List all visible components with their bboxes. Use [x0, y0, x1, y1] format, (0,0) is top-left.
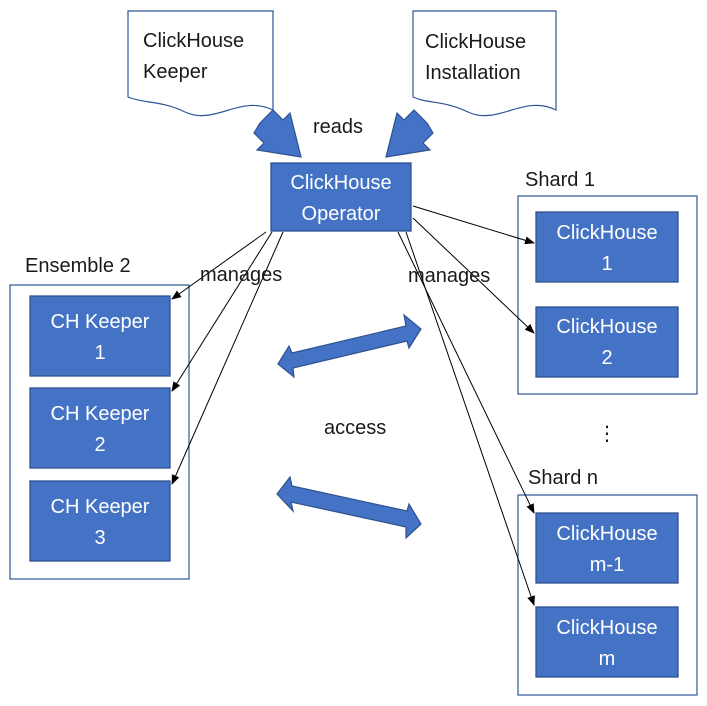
keeper-doc-line1: ClickHouse	[143, 30, 244, 52]
clickhouse-m-1-box: ClickHouse m-1	[535, 512, 679, 584]
clickhouse-keeper-document: ClickHouse Keeper	[127, 10, 274, 117]
clickhouse-m-line2: m	[599, 648, 616, 670]
shard-1-title: Shard 1	[525, 169, 595, 191]
keeper-doc-line2: Keeper	[143, 61, 208, 83]
clickhouse-2-line2: 2	[601, 347, 612, 369]
installation-doc-line1: ClickHouse	[425, 31, 526, 53]
manages-arrow-keeper-2	[171, 231, 273, 392]
ch-keeper-2-box: CH Keeper 2	[29, 387, 171, 469]
clickhouse-1-box: ClickHouse 1	[535, 211, 679, 283]
keeper-3-line2: 3	[94, 527, 105, 549]
ensemble-title: Ensemble 2	[25, 255, 131, 277]
manages-arrow-clickhouse-2	[412, 217, 535, 334]
ch-keeper-1-box: CH Keeper 1	[29, 295, 171, 377]
access-arrow-lower	[276, 475, 422, 540]
ensemble-frame	[9, 284, 190, 580]
shard-n-title: Shard n	[528, 467, 598, 489]
operator-line2: Operator	[302, 203, 381, 225]
keeper-2-line1: CH Keeper	[51, 403, 150, 425]
clickhouse-m-1-line2: m-1	[590, 554, 624, 576]
clickhouse-m-line1: ClickHouse	[556, 617, 657, 639]
operator-line1: ClickHouse	[290, 172, 391, 194]
keeper-3-line1: CH Keeper	[51, 496, 150, 518]
keeper-1-line2: 1	[94, 342, 105, 364]
ch-keeper-3-box: CH Keeper 3	[29, 480, 171, 562]
manages-arrow-keeper-3	[171, 231, 284, 485]
manages-arrow-clickhouse-1	[412, 205, 535, 245]
clickhouse-1-line2: 1	[601, 253, 612, 275]
reads-label: reads	[313, 116, 363, 138]
manages-arrow-clickhouse-m-1	[397, 231, 535, 514]
keeper-1-line1: CH Keeper	[51, 311, 150, 333]
shard-ellipsis: ⋮	[597, 423, 617, 445]
reads-arrow-right	[385, 109, 434, 158]
access-label: access	[324, 417, 386, 439]
clickhouse-m-1-line1: ClickHouse	[556, 523, 657, 545]
installation-doc-line2: Installation	[425, 62, 521, 84]
manages-left-label: manages	[200, 264, 282, 286]
shard-1-frame	[517, 195, 698, 395]
clickhouse-installation-document: ClickHouse Installation	[412, 10, 557, 117]
reads-arrow-left	[253, 109, 302, 158]
manages-arrow-clickhouse-m	[405, 231, 535, 606]
manages-right-label: manages	[408, 265, 490, 287]
manages-arrow-keeper-1	[171, 231, 267, 300]
keeper-2-line2: 2	[94, 434, 105, 456]
access-arrow-upper	[277, 313, 422, 379]
clickhouse-1-line1: ClickHouse	[556, 222, 657, 244]
clickhouse-operator-box: ClickHouse Operator	[270, 162, 412, 232]
clickhouse-2-box: ClickHouse 2	[535, 306, 679, 378]
shard-n-frame	[517, 494, 698, 696]
clickhouse-2-line1: ClickHouse	[556, 316, 657, 338]
clickhouse-m-box: ClickHouse m	[535, 606, 679, 678]
